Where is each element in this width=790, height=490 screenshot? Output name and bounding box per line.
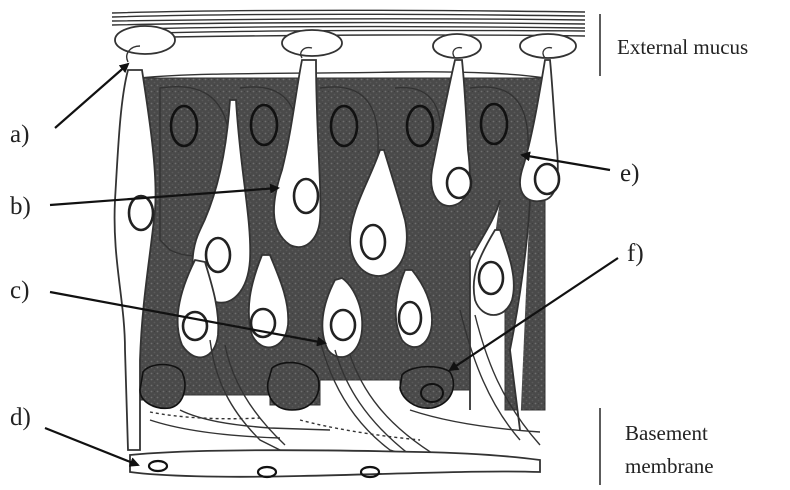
label-c: c) (10, 277, 29, 304)
arrow-a (55, 64, 128, 128)
label-a: a) (10, 121, 29, 148)
cilia-tufts (115, 26, 576, 62)
label-f: f) (627, 240, 644, 267)
mucus-strands (112, 10, 585, 37)
basement-label-line1: Basement (625, 421, 708, 445)
label-b: b) (10, 193, 31, 220)
basement-label-line2: membrane (625, 454, 714, 478)
arrow-d (45, 428, 138, 465)
label-e: e) (620, 160, 639, 187)
label-d: d) (10, 404, 31, 431)
external-mucus-label: External mucus (617, 35, 748, 59)
basement-membrane (130, 450, 540, 477)
